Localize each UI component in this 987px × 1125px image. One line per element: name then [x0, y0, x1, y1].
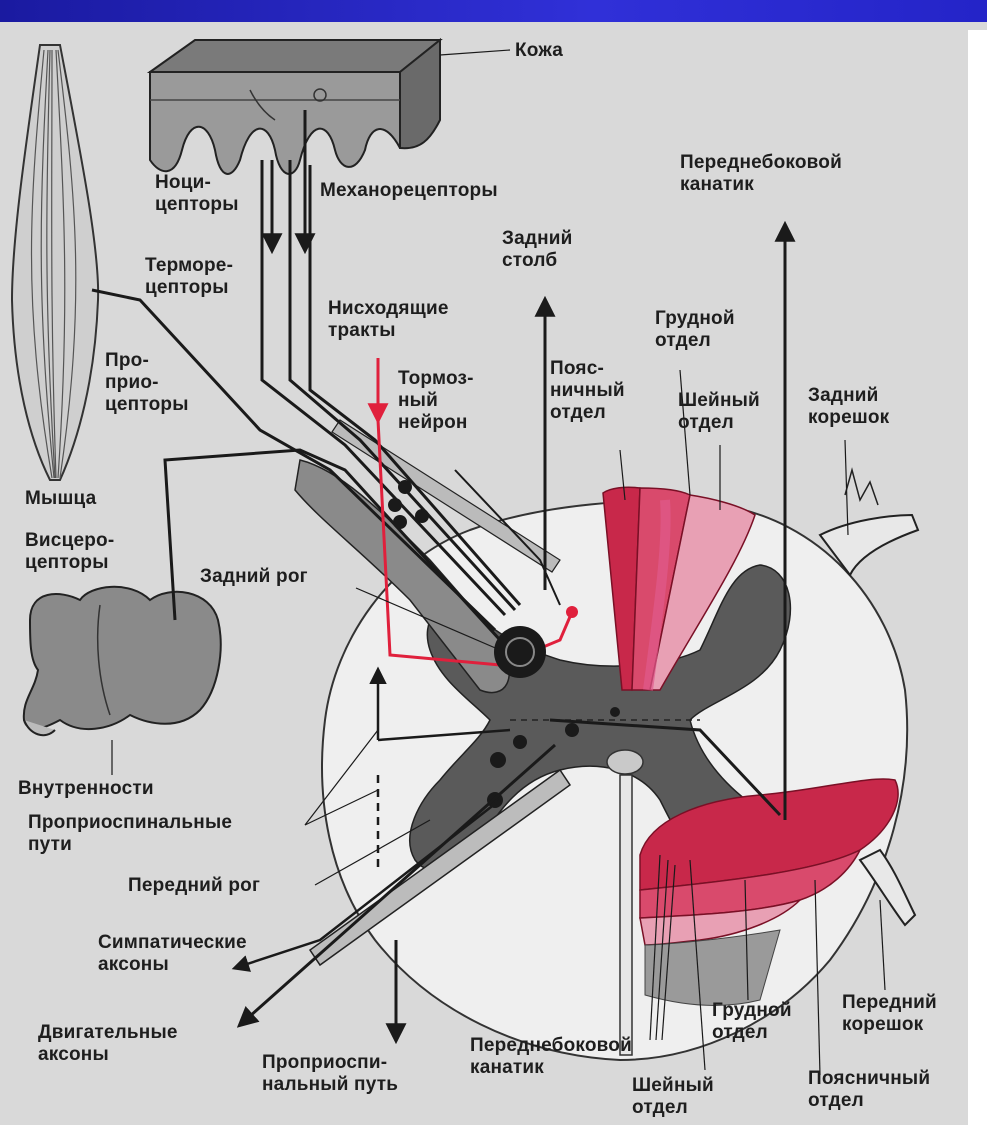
label-anterolateral-top: Переднебоковой канатик: [680, 152, 842, 196]
label-nociceptors: Ноци- цепторы: [155, 172, 239, 216]
label-posterior-horn: Задний рог: [200, 566, 308, 588]
label-muscle: Мышца: [25, 488, 96, 510]
label-lumbar-bottom: Поясничный отдел: [808, 1068, 930, 1112]
dorsal-horn-synapse: [494, 626, 546, 678]
label-propriospinal-paths: Проприоспинальные пути: [28, 812, 232, 856]
label-cervical-top: Шейный отдел: [678, 390, 760, 434]
label-posterior-column: Задний столб: [502, 228, 573, 272]
label-sympathetic-axons: Симпатические аксоны: [98, 932, 247, 976]
label-cervical-bottom: Шейный отдел: [632, 1075, 714, 1119]
label-mechanoreceptors: Механорецепторы: [320, 180, 498, 202]
label-anterolateral-bottom: Переднебоковой канатик: [470, 1035, 632, 1079]
label-descending-tracts: Нисходящие тракты: [328, 298, 449, 342]
label-viscera: Внутренности: [18, 778, 154, 800]
label-inhibitory-neuron: Тормоз- ный нейрон: [398, 368, 474, 434]
label-dorsal-root: Задний корешок: [808, 385, 889, 429]
label-lumbar-top: Пояс- ничный отдел: [550, 358, 625, 424]
label-motor-axons: Двигательные аксоны: [38, 1022, 178, 1066]
label-proprioceptors: Про- прио- цепторы: [105, 350, 189, 416]
label-ventral-root: Передний корешок: [842, 992, 937, 1036]
label-propriospinal-path: Проприоспи- нальный путь: [262, 1052, 398, 1096]
viscera: [24, 587, 221, 735]
label-kozha: Кожа: [515, 40, 563, 62]
label-visceroceptors: Висцеро- цепторы: [25, 530, 114, 574]
label-thermoreceptors: Терморе- цепторы: [145, 255, 233, 299]
label-thoracic-top: Грудной отдел: [655, 308, 735, 352]
label-anterior-horn: Передний рог: [128, 875, 260, 897]
label-thoracic-bottom: Грудной отдел: [712, 1000, 792, 1044]
page-edge: [968, 30, 987, 1125]
muscle: [12, 45, 98, 480]
skin: [150, 40, 440, 174]
